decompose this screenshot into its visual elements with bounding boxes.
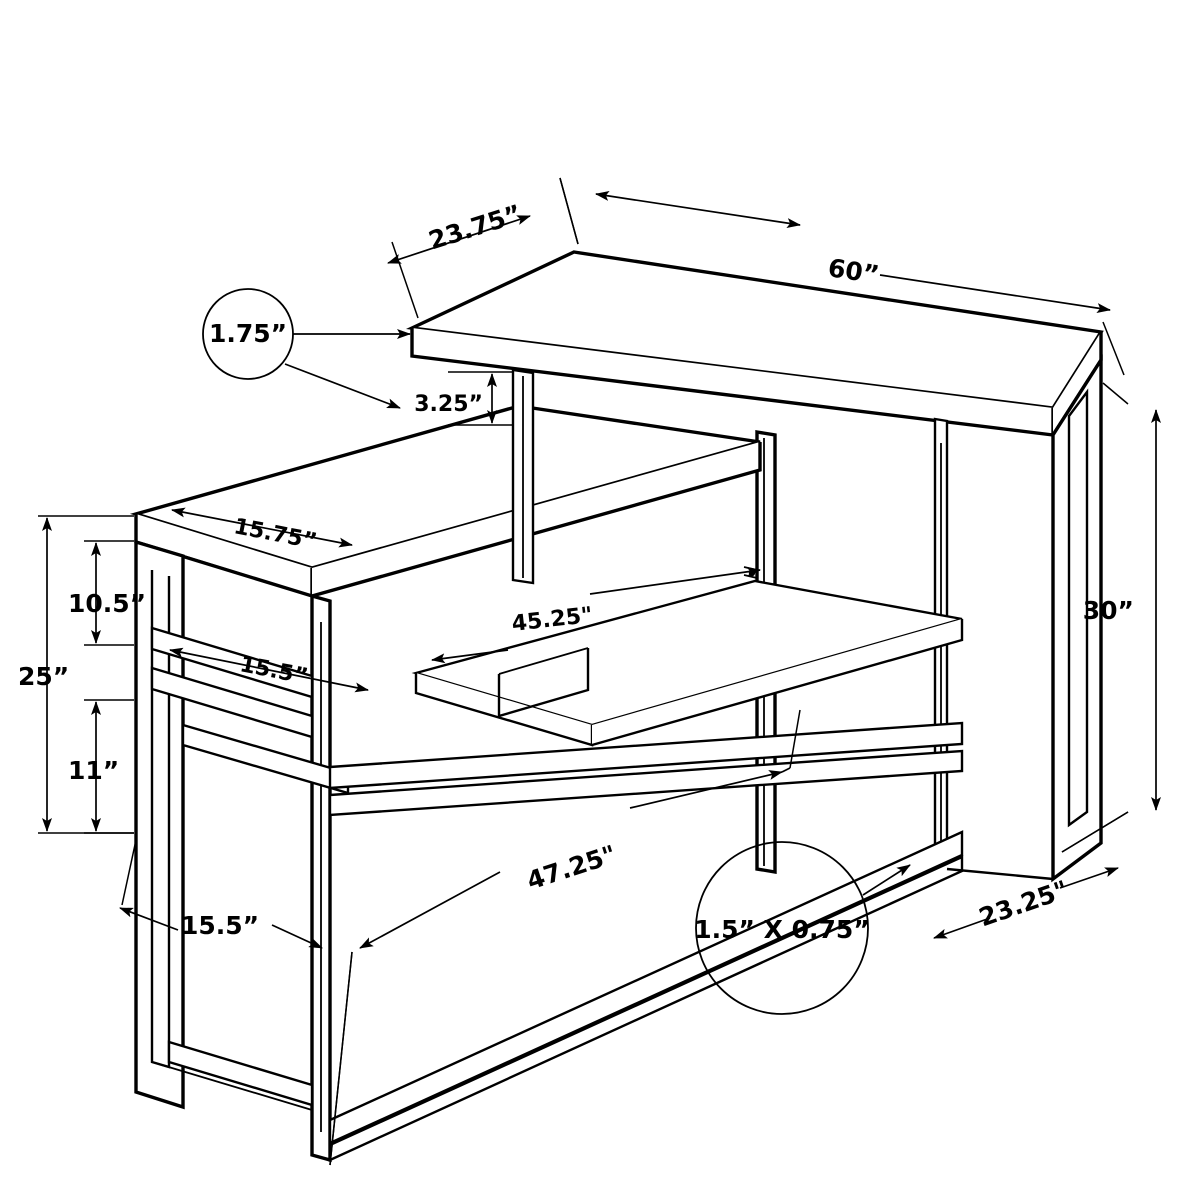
dimension-top-length-label: 60” (826, 253, 881, 289)
dimension-lower-gap-left: 11” (68, 699, 134, 834)
callout-tube-profile-circle (695, 841, 869, 1015)
dimension-top-gap-label: 3.25” (414, 392, 483, 417)
bottom-foot-rail-upper (330, 832, 962, 1143)
left-foot-rail-upper (169, 1042, 312, 1105)
dimension-lower-rail-length-label: 47.25" (523, 840, 620, 896)
dimension-left-foot-depth-label: 15.5” (181, 911, 259, 940)
callout-thickness: 1.75” (202, 288, 411, 409)
middle-shelf-right-edge (592, 619, 962, 745)
callout-thickness-label: 1.75” (209, 319, 287, 348)
dimension-lower-gap-left-label: 11” (68, 756, 119, 785)
lower-rail-main-lower (330, 751, 962, 815)
middle-shelf-top (416, 581, 962, 725)
main-top-right-edge (1053, 332, 1101, 435)
dimension-height-right: 30” (1061, 382, 1161, 853)
left-leg-frame-outer (136, 542, 183, 1107)
desk-object (129, 250, 1104, 1163)
dimension-height-right-label: 30” (1083, 596, 1134, 625)
center-divider-panel (497, 648, 590, 718)
callout-tube-profile-label: 1.5” X 0.75” (694, 915, 870, 944)
dimension-height-left-overall-label: 25” (18, 662, 69, 691)
main-top-front-edge (412, 328, 1053, 435)
dimension-upper-gap-left: 10.5” (68, 540, 146, 646)
dimension-height-left-overall: 25” (18, 515, 134, 834)
lower-long-rail-top (183, 725, 348, 793)
dimension-top-gap: 3.25” (414, 371, 513, 426)
dimension-right-foot-depth-label: 23.25" (975, 875, 1072, 932)
dimension-upper-gap-left-label: 10.5” (68, 589, 146, 618)
bottom-foot-rail-lower (330, 857, 962, 1160)
right-leg-frame-inner-opening (1069, 392, 1087, 825)
left-frame-top-rail (182, 554, 313, 598)
lower-rail-main-upper (330, 723, 962, 788)
return-top-right-edge (312, 442, 760, 596)
left-foot-rail-lower (151, 1061, 313, 1111)
callout-tube-profile: 1.5” X 0.75” (694, 841, 911, 1015)
main-top-surface (412, 252, 1101, 408)
dimension-top-depth-label: 23.75” (425, 199, 525, 255)
middle-shelf-front-edge (416, 673, 592, 745)
right-frame-bottom-foot (946, 867, 1054, 881)
